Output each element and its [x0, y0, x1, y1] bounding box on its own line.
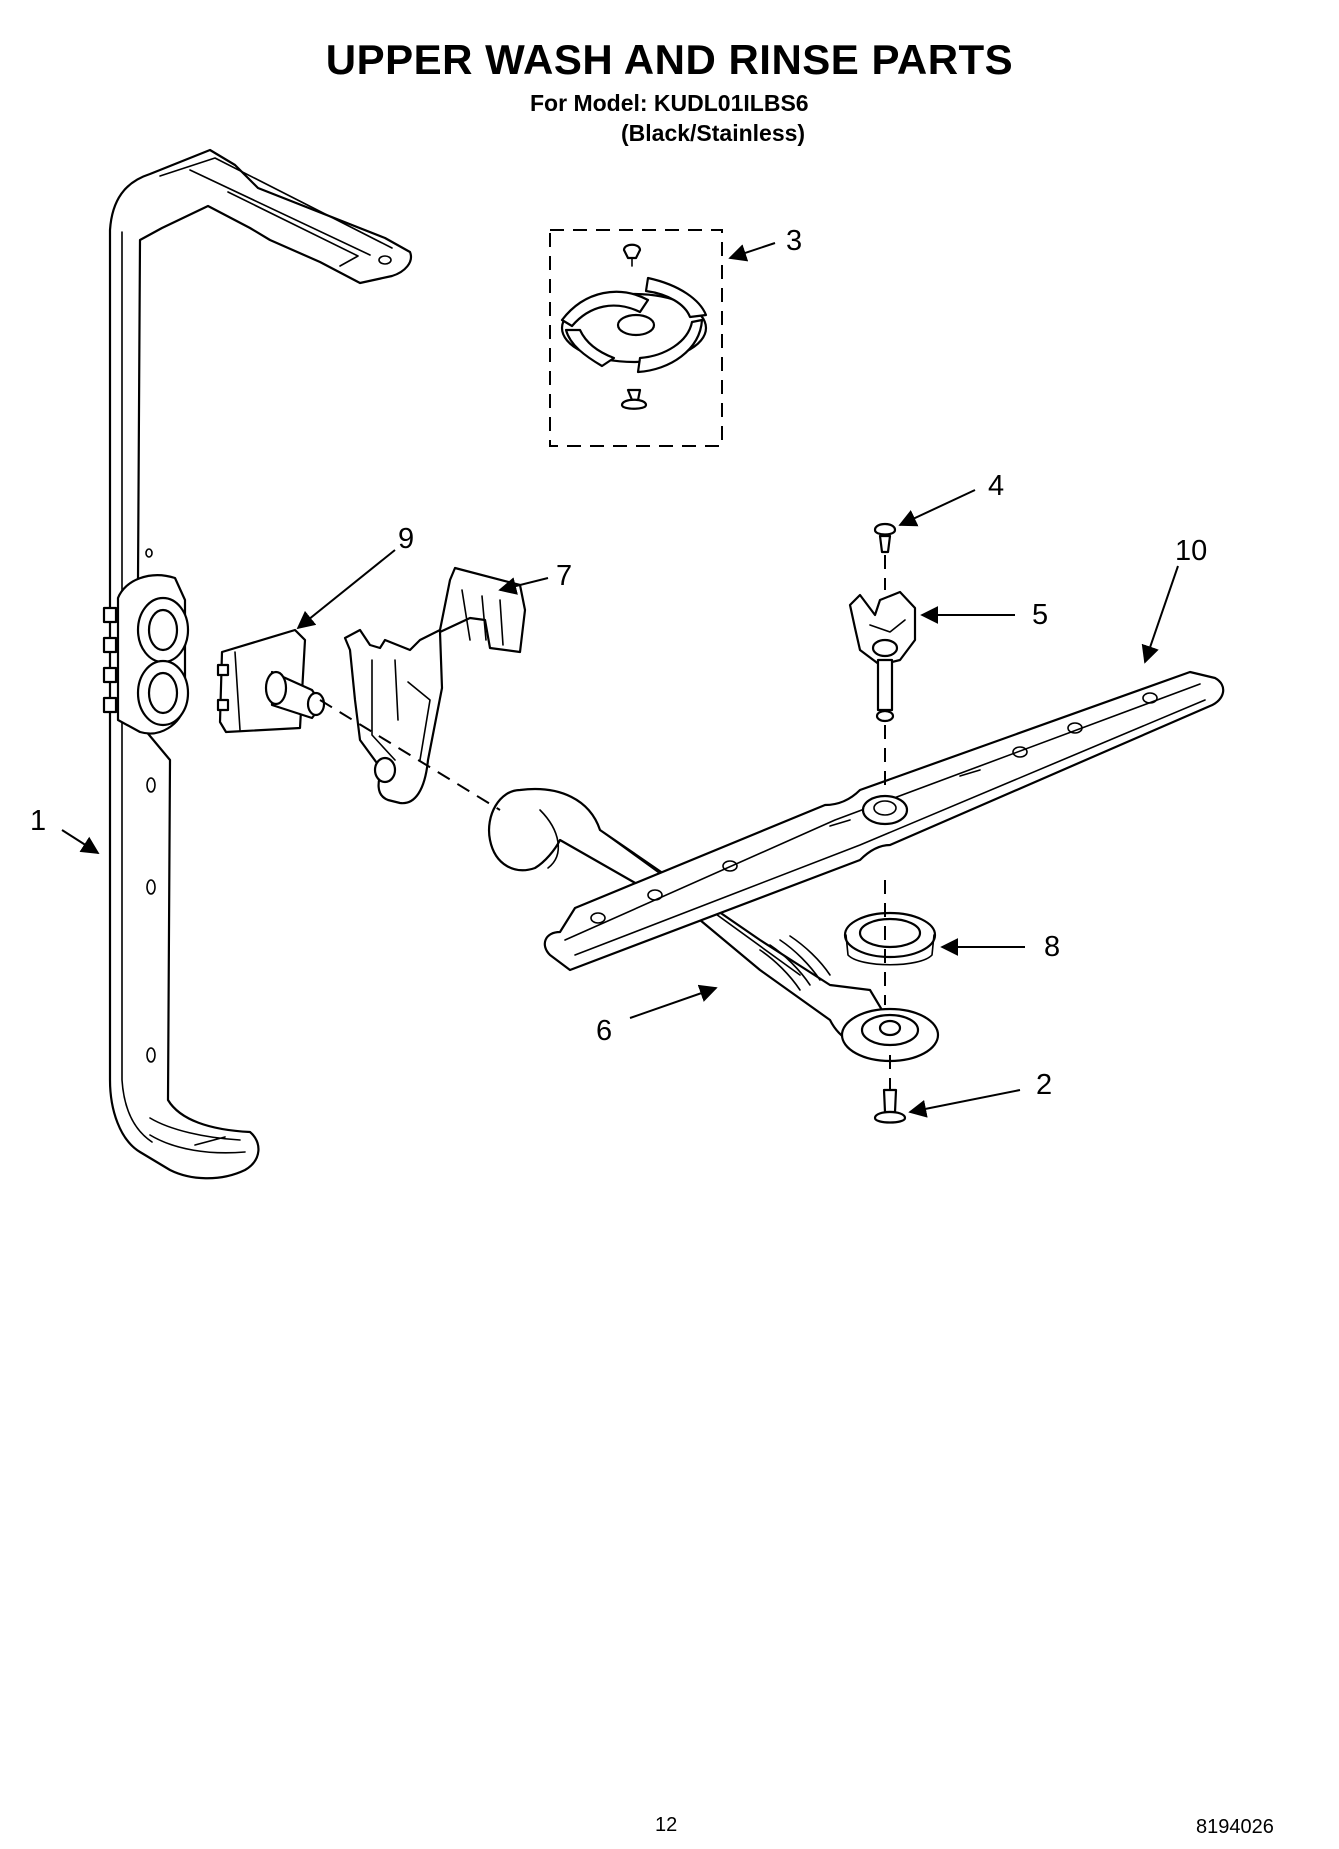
- leader-10: [1141, 565, 1179, 664]
- leader-1: [61, 829, 100, 854]
- callout-7: 7: [556, 560, 572, 592]
- variant-line: (Black/Stainless): [621, 120, 806, 146]
- callout-2: 2: [1036, 1069, 1052, 1101]
- spray-disc-assembly: [549, 229, 723, 447]
- seal-ring: [843, 911, 937, 966]
- leader-6: [629, 984, 718, 1019]
- support-bracket: [343, 566, 527, 805]
- page-number: 12: [655, 1814, 678, 1836]
- model-line: For Model: KUDL01ILBS6: [530, 90, 809, 116]
- spray-arm-hub: [848, 590, 917, 723]
- upper-spray-tube: [102, 148, 413, 1180]
- bottom-screw: [873, 1088, 907, 1124]
- leader-7: [498, 577, 549, 595]
- callout-6: 6: [596, 1015, 612, 1047]
- leader-4: [898, 489, 976, 527]
- callout-5: 5: [1032, 599, 1048, 631]
- callout-9: 9: [398, 523, 414, 555]
- document-number: 8194026: [1196, 1816, 1274, 1838]
- assembly-line-vertical: [884, 555, 891, 1090]
- bottom-hub: [840, 1007, 940, 1063]
- spray-arm: [543, 670, 1225, 972]
- callout-4: 4: [988, 470, 1004, 502]
- leader-9: [296, 549, 396, 630]
- callout-3: 3: [786, 225, 802, 257]
- leader-2: [908, 1089, 1021, 1118]
- assembly-line-bracket: [319, 699, 501, 811]
- tube-bracket: [216, 628, 326, 734]
- page-title: UPPER WASH AND RINSE PARTS: [325, 36, 1014, 83]
- callout-8: 8: [1044, 931, 1060, 963]
- callout-1: 1: [30, 805, 46, 837]
- callout-10: 10: [1175, 535, 1207, 567]
- top-screw: [873, 522, 897, 554]
- leader-3: [728, 242, 776, 262]
